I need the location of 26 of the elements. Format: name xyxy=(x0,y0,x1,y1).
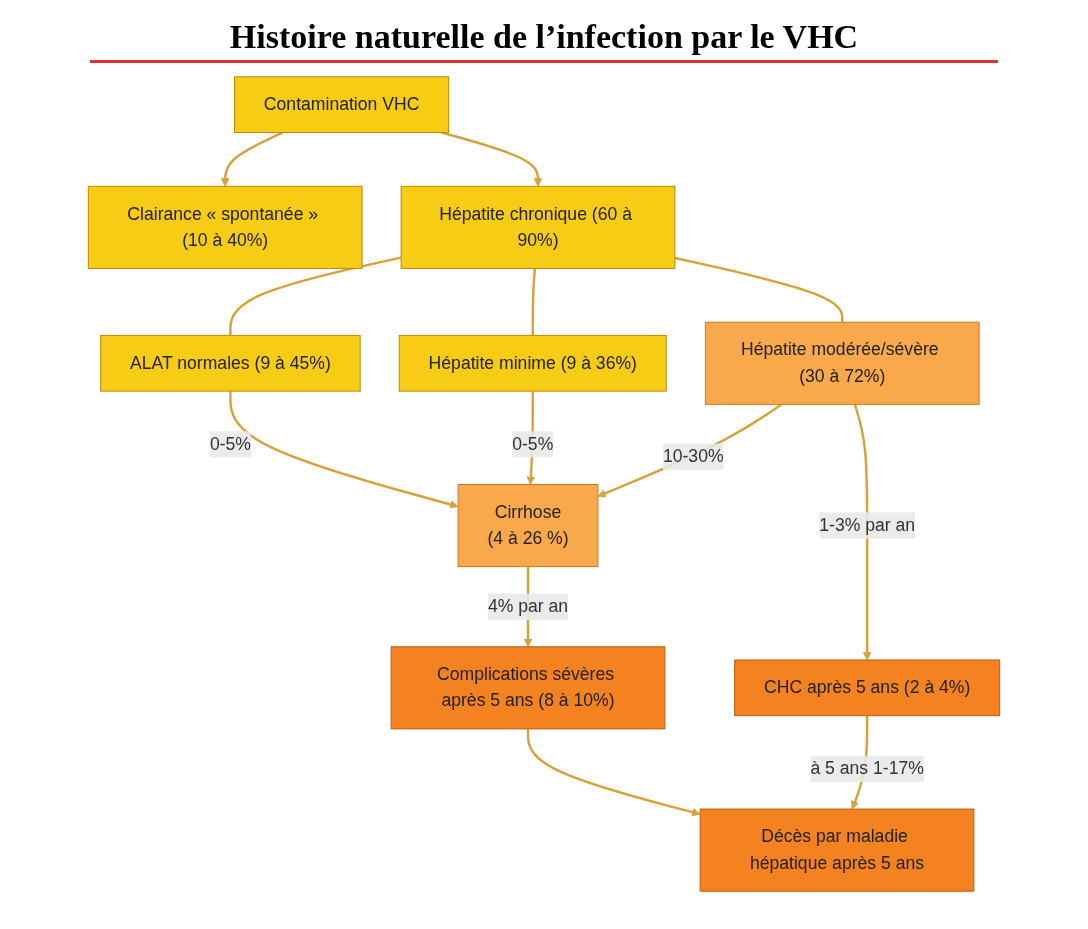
edge-label: 0-5% xyxy=(512,434,554,454)
node-box: Clairance « spontanée » (10 à 40%) xyxy=(87,185,363,269)
node-box: Décès par maladie hépatique après 5 ans xyxy=(699,808,975,892)
connector xyxy=(531,268,537,336)
node-box: Hépatite chronique (60 à 90%) xyxy=(400,185,676,269)
node-box: ALAT normales (9 à 45%) xyxy=(100,334,361,392)
edge-label: 1-3% par an xyxy=(819,515,916,535)
connector xyxy=(674,256,844,323)
node-box: Hépatite minime (9 à 36%) xyxy=(398,334,667,392)
node-box: Complications sévères après 5 ans (8 à 10%) xyxy=(390,646,666,730)
arrow xyxy=(853,403,872,661)
edge-label: 0-5% xyxy=(209,434,251,454)
arrow xyxy=(229,391,459,509)
node-box: Contamination VHC xyxy=(234,76,450,134)
node-box: Hépatite modérée/sévère (30 à 72%) xyxy=(704,321,980,405)
arrow xyxy=(220,131,283,187)
arrow xyxy=(441,131,543,187)
edge-label: 10-30% xyxy=(662,446,724,466)
connector xyxy=(229,256,402,336)
node-box: Cirrhose (4 à 26 %) xyxy=(457,484,599,568)
node-box: CHC après 5 ans (2 à 4%) xyxy=(734,659,1001,717)
edge-label: à 5 ans 1-17% xyxy=(810,758,924,779)
arrow xyxy=(597,403,783,498)
arrow xyxy=(526,728,701,817)
diagram-title: Histoire naturelle de l’infection par le VHC xyxy=(228,18,860,56)
edge-label: 4% par an xyxy=(487,596,569,616)
